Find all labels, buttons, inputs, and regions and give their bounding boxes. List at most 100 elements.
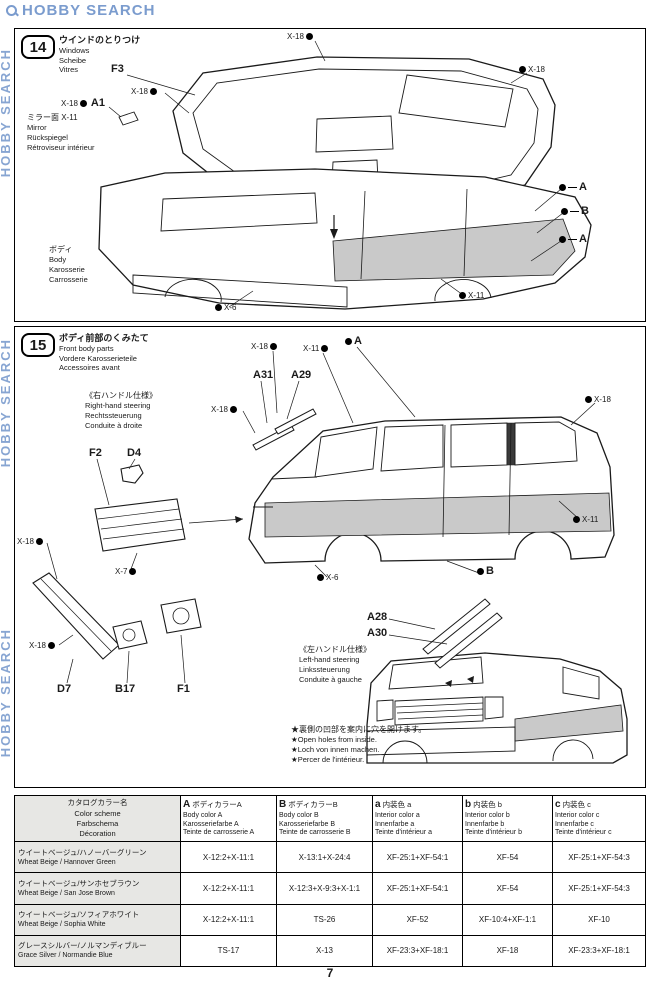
paint-dot — [269, 343, 277, 350]
color-table: カタログカラー名 Color scheme Farbschema Décorat… — [14, 794, 646, 968]
paint-dot — [47, 642, 55, 649]
part-label-b17: B17 — [115, 683, 136, 695]
paint-callout-x11: X-11 — [303, 344, 329, 353]
paint-callout-x18: X-18 — [519, 65, 545, 74]
body-note: ボディ Body Karosserie Carrosserie — [49, 245, 88, 284]
step14-panel: 14 ウインドのとりつけ Windows Scheibe Vitres F3 X… — [14, 28, 646, 322]
paint-dot — [573, 516, 580, 523]
part-label-d7: D7 — [57, 683, 72, 695]
color-scheme-name: ウイートベージュ/ハノーバーグリーン Wheat Beige / Hannove… — [14, 841, 181, 874]
paint-callout-a: A — [559, 181, 587, 193]
step-title-fr: Accessoires avant — [59, 363, 120, 372]
leader-dash — [568, 238, 577, 240]
paint-dot — [79, 99, 87, 107]
part-label-f3: F3 — [111, 63, 124, 75]
paint-mix-cell: XF-25:1+XF-54:1 — [372, 841, 463, 874]
lhs-wipers-drawing — [422, 598, 503, 669]
table-row: グレースシルバー/ノルマンディブルー Grace Silver / Norman… — [14, 934, 646, 968]
body-shell-drawing — [98, 168, 592, 310]
table-row: ウイートベージュ/ハノーバーグリーン Wheat Beige / Hannove… — [14, 841, 646, 874]
color-table-grid: カタログカラー名 Color scheme Farbschema Décorat… — [14, 794, 646, 968]
paint-callout-x18: X-18 — [585, 395, 611, 404]
search-icon — [6, 4, 18, 17]
step-number-badge: 14 — [21, 35, 55, 59]
paint-dot — [519, 66, 526, 73]
paint-dot — [561, 207, 568, 215]
watermark-top: HOBBY SEARCH — [6, 2, 155, 19]
rhs-wipers-drawing — [252, 408, 317, 451]
paint-callout-x11: X-11 — [459, 291, 484, 300]
paint-mix-cell: X-12:2+X-11:1 — [180, 841, 277, 874]
paint-mix-cell: XF-54 — [462, 872, 553, 905]
step-title-fr: Vitres — [59, 65, 79, 74]
paint-callout-a: A — [345, 335, 362, 347]
paint-mix-cell: X-13 — [276, 934, 373, 968]
part-label-a1-callout: X-18 A1 — [61, 97, 105, 109]
paint-dot — [321, 345, 329, 352]
watermark-side: HOBBY SEARCH — [0, 628, 13, 758]
paint-mix-cell: XF-25:1+XF-54:1 — [372, 872, 463, 905]
paint-mix-cell: TS-17 — [180, 934, 277, 968]
leader-lines — [108, 40, 564, 308]
assembly-arrow — [330, 215, 338, 239]
left-hand-steering-note: 《左ハンドル仕様》 Left-hand steering Linkssteuer… — [299, 645, 371, 684]
paint-callout-x18: X-18 — [287, 32, 313, 41]
watermark-side: HOBBY SEARCH — [0, 338, 13, 468]
leader-lines — [46, 346, 596, 684]
front-parts-drawing — [32, 464, 202, 660]
step-title-de: Scheibe — [59, 55, 87, 65]
part-label-d4: D4 — [127, 447, 142, 459]
paint-dot — [149, 88, 157, 95]
color-scheme-name: ウイートベージュ/サンホセブラウン Wheat Beige / San Jose… — [14, 872, 181, 905]
paint-callout-x18: X-18 — [211, 405, 237, 414]
paint-mix-cell: XF-25:1+XF-54:3 — [552, 872, 646, 905]
step14-diagram — [98, 40, 592, 310]
paint-mix-cell: X-13:1+X-24:4 — [276, 841, 373, 874]
mirror-note: ミラー面 X-11 Mirror Rückspiegel Rétroviseur… — [27, 113, 95, 152]
paint-mix-cell: XF-10:4+XF-1:1 — [462, 903, 553, 936]
paint-mix-cell: XF-23:3+XF-18:1 — [372, 934, 463, 968]
step14-title: ウインドのとりつけ Windows Scheibe Vitres — [59, 35, 140, 74]
paint-dot — [559, 183, 566, 191]
right-hand-steering-note: 《右ハンドル仕様》 Right-hand steering Rechtssteu… — [85, 391, 157, 430]
paint-dot — [129, 568, 137, 575]
paint-dot — [585, 396, 592, 403]
paint-dot — [477, 567, 484, 575]
open-holes-note: ★裏側の凹部を案内に穴を開けます。 ★Open holes from insid… — [291, 725, 427, 764]
paint-callout-x18: X-18 — [251, 342, 277, 351]
paint-mix-cell: XF-23:3+XF-18:1 — [552, 934, 646, 968]
paint-callout-x7: X-7 — [115, 567, 137, 576]
paint-callout-x18: X-18 — [29, 641, 55, 650]
side-panel-shading — [332, 218, 576, 282]
paint-callout-x6: X-6 — [317, 573, 338, 582]
table-header-row: カタログカラー名 Color scheme Farbschema Décorat… — [14, 794, 646, 843]
step-title-en: Windows — [59, 46, 90, 56]
step15-panel: 15 ボディ前部のくみたて Front body parts Vordere K… — [14, 326, 646, 788]
paint-callout-x11: X-11 — [573, 515, 598, 524]
color-scheme-name: ウイートベージュ/ソフィアホワイト Wheat Beige / Sophia W… — [14, 903, 181, 936]
part-label-f2: F2 — [89, 447, 102, 459]
step-title-de: Vordere Karosserieteile — [59, 353, 137, 363]
part-label-a31: A31 — [253, 369, 274, 381]
step15-diagram — [32, 346, 628, 764]
leader-dash — [568, 186, 577, 188]
paint-dot — [229, 406, 237, 413]
paint-dot — [305, 33, 313, 40]
step15-title: ボディ前部のくみたて Front body parts Vordere Karo… — [59, 333, 149, 372]
rhs-side-shading — [264, 492, 612, 538]
paint-dot — [559, 235, 566, 243]
paint-mix-cell: XF-54 — [462, 841, 553, 874]
step-number-badge: 15 — [21, 333, 55, 357]
paint-mix-cell: X-12:2+X-11:1 — [180, 872, 277, 905]
page-number: 7 — [326, 966, 334, 980]
part-label-f1: F1 — [177, 683, 190, 695]
mirror-part-drawing — [118, 111, 139, 126]
watermark-text: HOBBY SEARCH — [22, 2, 156, 19]
paint-mix-cell: XF-25:1+XF-54:3 — [552, 841, 646, 874]
paint-mix-cell: XF-52 — [372, 903, 463, 936]
